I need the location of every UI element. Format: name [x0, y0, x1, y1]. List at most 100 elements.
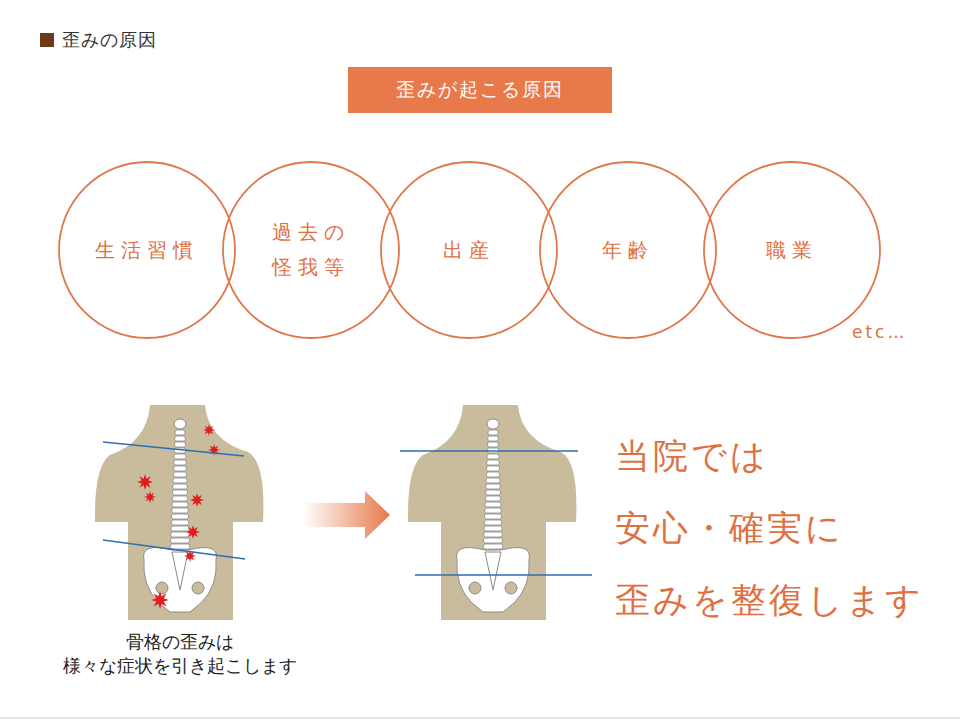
- cause-circle: 出産: [380, 161, 558, 339]
- vertebra: [487, 419, 499, 429]
- clinic-message: 当院では 安心・確実に 歪みを整復します: [615, 420, 924, 636]
- cause-circle: 過去の 怪我等: [222, 161, 400, 339]
- vertebra: [171, 520, 189, 525]
- header-text: 歪みが起こる原因: [396, 77, 564, 103]
- vertebra: [172, 508, 189, 513]
- vertebra: [486, 472, 500, 477]
- title: 歪みの原因: [62, 28, 157, 52]
- vertebra: [485, 502, 501, 507]
- vertebra: [487, 466, 500, 471]
- pain-mark: [203, 424, 215, 436]
- vertebra: [485, 514, 502, 519]
- vertebra: [485, 496, 501, 501]
- torso-after: [408, 405, 576, 620]
- cause-text: 職業: [766, 233, 818, 268]
- vertebra: [172, 496, 188, 501]
- torso-before: [95, 405, 263, 620]
- vertebra: [170, 544, 190, 549]
- vertebra: [174, 454, 186, 459]
- vertebra: [171, 532, 190, 537]
- vertebra: [487, 460, 500, 465]
- vertebra: [172, 502, 188, 507]
- vertebra: [175, 436, 186, 441]
- pain-mark: [137, 474, 153, 490]
- text-line: 過去の: [272, 215, 350, 250]
- torso-outline: [95, 405, 263, 620]
- header-box: 歪みが起こる原因: [348, 67, 612, 113]
- vertebra: [173, 484, 188, 489]
- text-line: 歪みを整復します: [615, 564, 924, 636]
- text-line: 生活習慣: [95, 233, 199, 268]
- vertebra: [486, 478, 500, 483]
- arrow-right: [303, 491, 390, 539]
- vertebra: [486, 484, 501, 489]
- cause-circle: 職業: [703, 161, 881, 339]
- vertebra: [173, 472, 187, 477]
- text-line: 様々な症状を引き起こします: [20, 654, 340, 678]
- vertebra: [171, 526, 189, 531]
- etc-note: etc…: [852, 322, 907, 342]
- vertebra: [173, 490, 188, 495]
- hip-socket: [156, 582, 168, 594]
- vertebra: [173, 478, 187, 483]
- cause-circle: 年齢: [539, 161, 717, 339]
- text-stack: 過去の 怪我等: [272, 215, 350, 285]
- pain-mark: [151, 591, 169, 609]
- vertebra: [488, 442, 499, 447]
- footer-rule: [0, 717, 960, 719]
- text-stack: 年齢: [602, 233, 654, 268]
- cause-text: 生活習慣: [95, 233, 199, 268]
- text-line: 職業: [766, 233, 818, 268]
- vertebra: [174, 466, 187, 471]
- pain-mark: [186, 525, 200, 539]
- text-line: 出産: [443, 233, 495, 268]
- left-caption: 骨格の歪みは 様々な症状を引き起こします: [20, 630, 340, 679]
- text-stack: 出産: [443, 233, 495, 268]
- pain-mark: [190, 493, 204, 507]
- vertebra: [488, 436, 499, 441]
- circle-outline: [222, 161, 400, 339]
- vertebra: [485, 508, 502, 513]
- cause-text: 年齢: [602, 233, 654, 268]
- sacrum: [172, 552, 188, 590]
- hip-socket: [469, 582, 481, 594]
- vertebra: [484, 538, 503, 543]
- tilt-line: [103, 540, 245, 559]
- circle-stroke: [704, 162, 880, 338]
- vertebra: [484, 526, 502, 531]
- pelvis: [457, 548, 530, 612]
- text-line: 怪我等: [272, 250, 350, 285]
- circle-stroke: [381, 162, 557, 338]
- text-line: 骨格の歪みは: [20, 630, 340, 654]
- vertebra: [175, 442, 186, 447]
- vertebra: [172, 514, 189, 519]
- vertebra: [483, 544, 503, 549]
- pain-mark: [144, 491, 156, 503]
- circle-stroke: [59, 162, 235, 338]
- circle-stroke: [540, 162, 716, 338]
- cause-text: 出産: [443, 233, 495, 268]
- torso-outline: [408, 405, 576, 620]
- vertebra: [488, 430, 498, 435]
- vertebra: [175, 430, 185, 435]
- tilt-line: [103, 442, 244, 456]
- pelvis: [144, 548, 217, 612]
- hip-socket: [505, 582, 517, 594]
- level-line: [400, 450, 578, 452]
- text-line: etc…: [852, 322, 907, 342]
- vertebra: [487, 454, 499, 459]
- pain-mark: [208, 444, 220, 456]
- text-stack: 生活習慣: [95, 233, 199, 268]
- text-line: 年齢: [602, 233, 654, 268]
- vertebra: [174, 460, 187, 465]
- text-line: 歪みが起こる原因: [396, 77, 564, 103]
- vertebra: [484, 532, 503, 537]
- vertebra: [484, 520, 502, 525]
- vertebra: [486, 490, 501, 495]
- text-stack: 歪みが起こる原因: [396, 77, 564, 103]
- text-line: 当院では: [615, 420, 924, 492]
- cause-text: 過去の 怪我等: [272, 215, 350, 285]
- sacrum: [485, 552, 501, 590]
- title-square: [40, 33, 54, 47]
- vertebra: [174, 419, 186, 429]
